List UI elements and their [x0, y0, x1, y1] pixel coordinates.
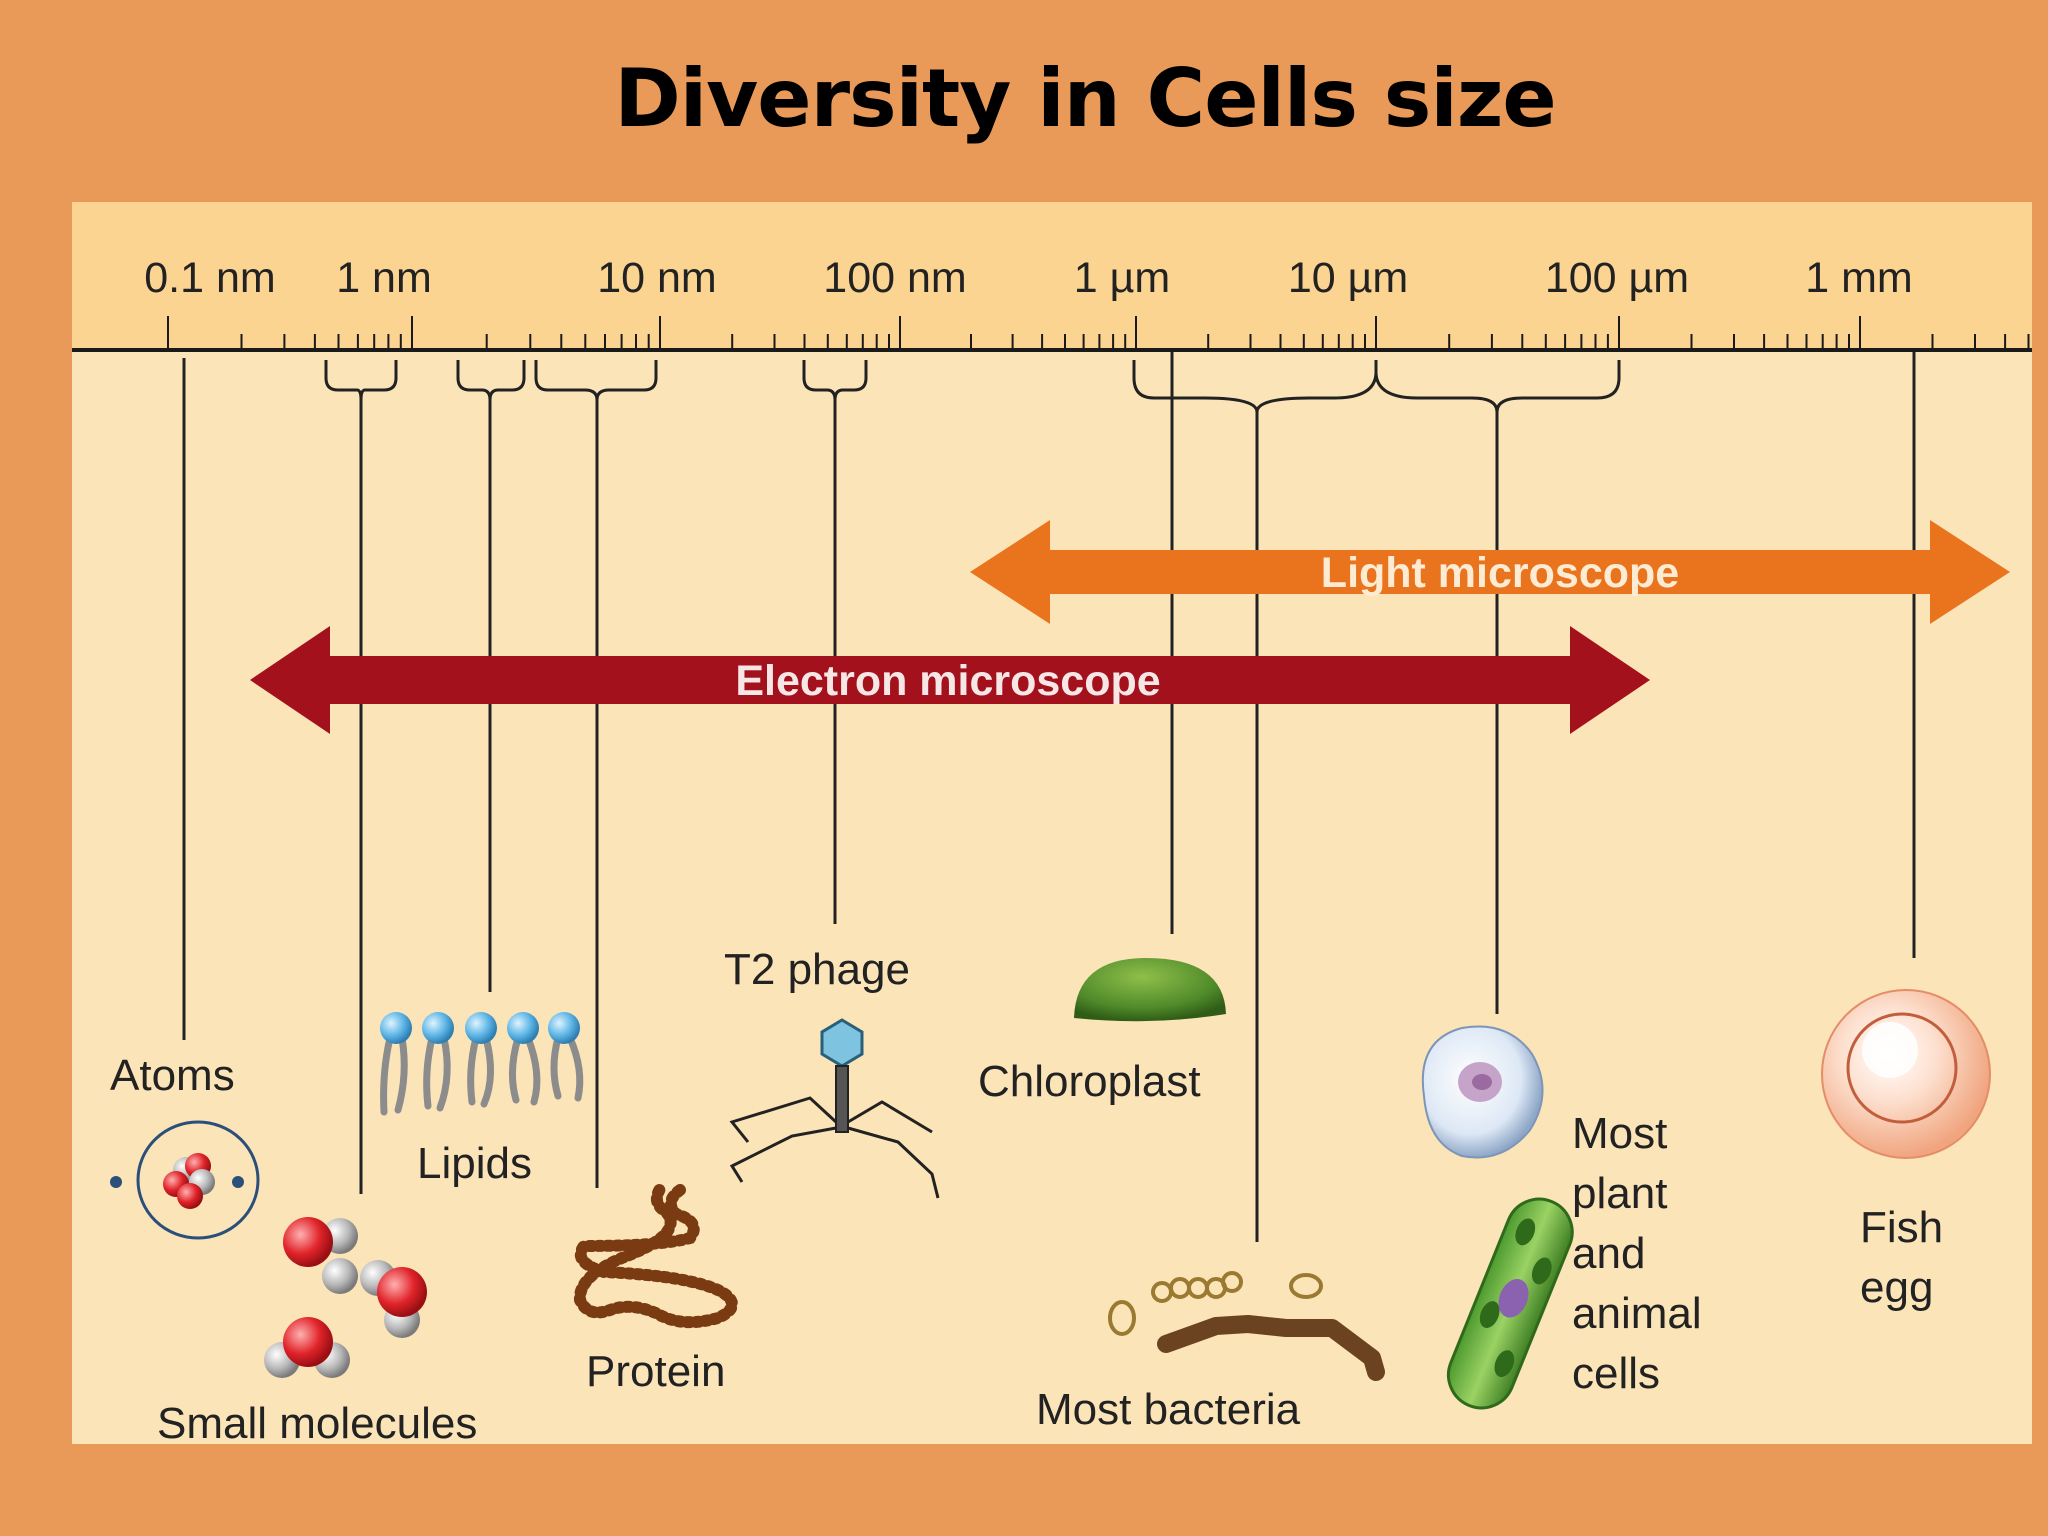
label-atoms: Atoms	[110, 1051, 235, 1100]
slide-title: Diversity in Cells size	[614, 52, 1556, 145]
electron-microscope-arrow	[250, 626, 1650, 734]
tick-label-1mm: 1 mm	[1805, 254, 1913, 302]
label-most-bacteria: Most bacteria	[1036, 1385, 1301, 1434]
scale-band	[72, 202, 2032, 350]
cell-icon	[1421, 1025, 1544, 1159]
bracket-cells	[1374, 360, 1621, 414]
label-chloroplast: Chloroplast	[978, 1057, 1201, 1106]
tick-label-0-1nm: 0.1 nm	[144, 254, 275, 302]
label-fish-egg-line-2: egg	[1860, 1263, 1933, 1312]
protein-chain-icon	[574, 1180, 738, 1329]
lipid-bilayer-icon	[380, 1012, 584, 1116]
tick-label-100nm: 100 nm	[823, 254, 966, 302]
label-cells-line-2: plant	[1572, 1169, 1667, 1218]
diagram-panel	[72, 202, 2032, 1444]
label-cells-line-3: and	[1572, 1229, 1645, 1278]
atom-icon	[110, 1120, 260, 1240]
label-t2-phage: T2 phage	[724, 945, 910, 994]
label-small-molecules: Small molecules	[157, 1399, 477, 1444]
electron-microscope-label: Electron microscope	[735, 657, 1160, 705]
tick-label-1um: 1 µm	[1074, 254, 1170, 302]
chloroplast-icon	[1074, 958, 1226, 1022]
tick-label-10um: 10 µm	[1288, 254, 1408, 302]
label-lipids: Lipids	[417, 1139, 532, 1188]
light-microscope-label: Light microscope	[1321, 549, 1679, 597]
bacteria-icon	[1108, 1271, 1385, 1381]
tick-label-100um: 100 µm	[1545, 254, 1689, 302]
bacteriophage-icon	[729, 1018, 940, 1199]
item-labels: Atoms Small molecules Lipids Protein T2 …	[110, 945, 1943, 1444]
light-microscope-arrow	[970, 520, 2010, 624]
water-molecules-icon	[264, 1217, 427, 1378]
scale-minor-ticks	[167, 316, 2030, 350]
tick-label-1nm: 1 nm	[336, 254, 432, 302]
tick-label-10nm: 10 nm	[597, 254, 717, 302]
label-protein: Protein	[586, 1347, 725, 1396]
scale-tick-labels: 0.1 nm 1 nm 10 nm 100 nm 1 µm 10 µm 100 …	[144, 254, 1912, 302]
plant-cell-icon	[1446, 1197, 1574, 1410]
label-cells-line-1: Most	[1572, 1109, 1667, 1158]
label-cells-line-4: animal	[1572, 1289, 1702, 1338]
fish-egg-icon	[1821, 989, 1991, 1159]
label-cells-line-5: cells	[1572, 1349, 1660, 1398]
label-fish-egg-line-1: Fish	[1860, 1203, 1943, 1252]
cell-size-scale-diagram: 0.1 nm 1 nm 10 nm 100 nm 1 µm 10 µm 100 …	[72, 202, 2032, 1444]
